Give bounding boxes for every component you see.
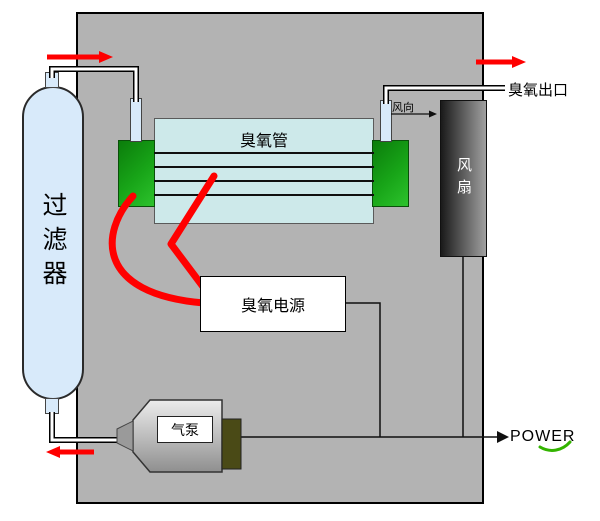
filter-label: 过滤器 xyxy=(39,192,67,294)
pipe-filter-to-pump xyxy=(49,412,118,443)
pump-flow-arrow xyxy=(46,446,94,458)
inlet-flow-arrow xyxy=(47,51,113,63)
wind-direction-label: 风向 xyxy=(392,102,414,114)
ozone-power-supply: 臭氧电源 xyxy=(200,276,346,332)
air-pump-label-box: 气泵 xyxy=(157,416,213,443)
tube-discharge-lines xyxy=(154,152,374,196)
fan-label: 风扇 xyxy=(455,156,472,201)
outlet-flow-arrow xyxy=(476,56,526,68)
air-pump-label: 气泵 xyxy=(171,421,199,438)
left-electrode xyxy=(118,140,155,207)
hv-cable-2 xyxy=(167,172,218,296)
wind-direction-arrow xyxy=(391,110,437,118)
ozone-outlet-label: 臭氧出口 xyxy=(508,82,569,99)
pipe-tube-to-outlet xyxy=(383,85,505,104)
fan: 风扇 xyxy=(440,100,487,257)
pipe-filter-to-tube xyxy=(49,66,139,102)
power-underline-swoosh xyxy=(538,440,572,452)
power-supply-wire xyxy=(346,302,381,437)
hv-cable-1 xyxy=(108,192,208,307)
right-electrode xyxy=(372,140,409,207)
filter-vessel: 过滤器 xyxy=(22,86,84,400)
power-label: POWER xyxy=(510,428,576,445)
ozone-power-label: 臭氧电源 xyxy=(240,298,305,315)
power-output-wire xyxy=(240,431,509,443)
ozone-tube-label: 臭氧管 xyxy=(239,133,288,150)
